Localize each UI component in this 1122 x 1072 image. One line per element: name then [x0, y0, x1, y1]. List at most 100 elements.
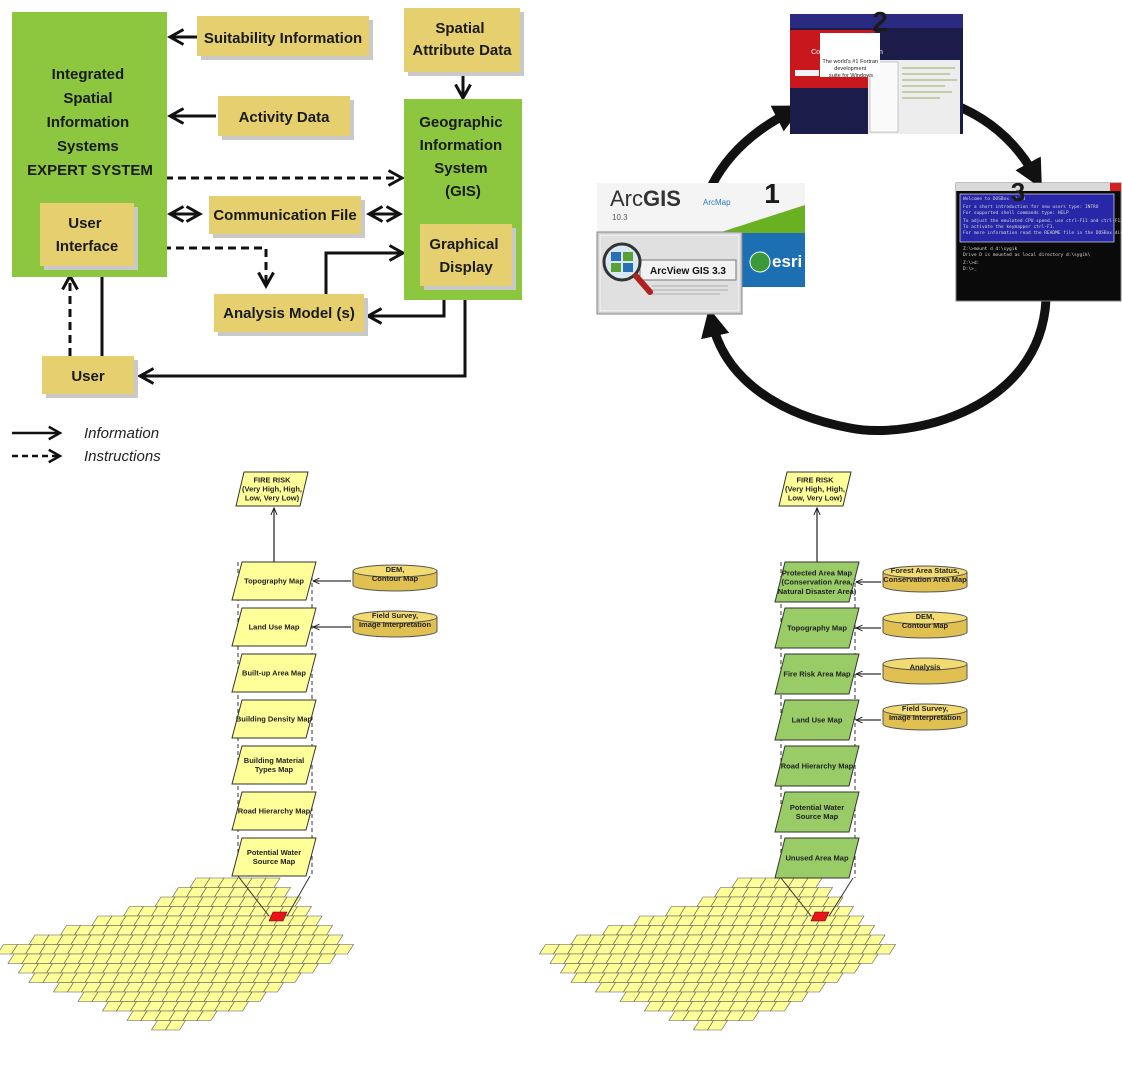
left_stack-layer	[231, 837, 317, 877]
expert-system-label: Integrated Spatial Information Systems E…	[27, 66, 153, 179]
suitability-information-box	[197, 16, 369, 56]
step-number-1: 1	[764, 178, 780, 209]
arcgis-version: 10.3	[612, 213, 628, 222]
left_stack-projection-line	[237, 875, 270, 917]
left_stack-study-area-grid	[0, 877, 355, 1031]
right_stack-layer	[774, 745, 860, 787]
activity-data-label: Activity Data	[239, 109, 331, 126]
communication-file-label: Communication File	[213, 207, 356, 224]
analysis-models-box	[214, 294, 364, 332]
left_stack-layer	[231, 699, 317, 739]
terminal-text: Welcome to DOSBox v0.74 For a short intr…	[963, 196, 1122, 272]
right_stack-fire-risk-label: FIRE RISK(Very High, High,Low, Very Low)	[785, 475, 845, 502]
fortran-welcome-text: Welcome to	[827, 38, 869, 47]
left_stack-target-cell	[268, 911, 288, 922]
right_stack-projection-line	[828, 877, 854, 917]
right_stack-layer-label: Protected Area Map(Conservation Area,Nat…	[778, 568, 857, 596]
graphical-display-label: Graphical Display	[429, 236, 502, 276]
left_stack-layer	[231, 561, 317, 601]
left_stack-layer	[231, 653, 317, 693]
right_stack-source-database-icon	[882, 703, 968, 731]
right_stack-layer-label: Topography Map	[787, 624, 847, 633]
analysis-models-label: Analysis Model (s)	[223, 305, 355, 322]
right_stack-source-database-icon	[882, 565, 968, 593]
left_stack-source-label: Field Survey,Image Interpretation	[359, 611, 432, 629]
left_stack-layer-label: Topography Map	[244, 577, 304, 586]
step-number-3: 3	[1011, 177, 1025, 207]
esri-logo-text: esri	[772, 252, 802, 271]
right-layer-stack: FIRE RISK(Very High, High,Low, Very Low)…	[538, 471, 968, 1031]
left_stack-layer	[231, 745, 317, 785]
suitability-information-label: Suitability Information	[204, 30, 362, 47]
right_stack-source-database-icon	[882, 657, 968, 685]
fortran-screenshot: Welcome to Compaq Visual Fortran The wor…	[790, 14, 963, 134]
left_stack-projection-line	[286, 875, 311, 917]
right_stack-source-label: Field Survey,Image Interpretation	[889, 704, 962, 722]
left_stack-fire-risk-label: FIRE RISK(Very High, High,Low, Very Low)	[242, 475, 302, 502]
cycle-arrow-2-to-3	[957, 103, 1042, 189]
right_stack-source-label: DEM,Contour Map	[902, 612, 949, 630]
arcgis-brand: ArcGIS	[610, 186, 681, 211]
right_stack-target-cell	[810, 911, 830, 922]
left_stack-layer-label: Road Hierarchy Map	[238, 807, 311, 816]
fortran-tagline: The world's #1 Fortran development suite…	[822, 59, 879, 79]
arcgis-splash: esri ArcGIS ArcMap 10.3 ArcView GIS 3.3	[596, 183, 805, 315]
left_stack-source-database-icon	[352, 610, 438, 638]
software-cycle: Welcome to Compaq Visual Fortran The wor…	[596, 6, 1122, 435]
activity-data-box	[218, 96, 350, 136]
left-layer-stack: FIRE RISK(Very High, High,Low, Very Low)…	[0, 471, 438, 1031]
legend-instructions-label: Instructions	[84, 448, 161, 465]
cycle-arrow-3-to-1	[701, 295, 1051, 435]
legend: Information Instructions	[12, 425, 161, 465]
left_stack-source-database-icon	[352, 564, 438, 592]
left_stack-layer-label: Land Use Map	[249, 623, 300, 632]
spatial-attribute-data-box	[404, 8, 520, 72]
step-number-2: 2	[872, 6, 888, 37]
communication-file-box	[209, 196, 361, 234]
right_stack-layer	[774, 607, 860, 649]
terminal-screenshot: Welcome to DOSBox v0.74 For a short intr…	[955, 182, 1122, 302]
right_stack-layer	[774, 561, 860, 603]
right_stack-source-label: Analysis	[910, 663, 941, 672]
left_stack-layer	[231, 791, 317, 831]
right_stack-layer-label: Unused Area Map	[785, 854, 848, 863]
magnifier-globe-icon	[602, 242, 653, 295]
expert-system-diagram: Integrated Spatial Information Systems E…	[12, 8, 524, 465]
right_stack-layer-label: Land Use Map	[792, 716, 843, 725]
left_stack-layer-label: Building Density Map	[236, 715, 313, 724]
right_stack-projection-line	[780, 877, 812, 917]
cycle-arrow-1-to-2	[707, 105, 803, 190]
dashed-interface-to-analysis	[137, 246, 266, 286]
fortran-product-text: Compaq Visual Fortran	[811, 49, 883, 56]
right_stack-layer	[774, 653, 860, 695]
user-interface-label: User Interface	[56, 215, 119, 255]
right_stack-study-area-grid	[538, 877, 897, 1031]
arcview-title: ArcView GIS 3.3	[650, 266, 726, 277]
right_stack-layer	[774, 837, 860, 879]
right_stack-layer	[774, 791, 860, 833]
arrow-analysis-to-display	[324, 253, 403, 296]
right_stack-layer-label: Fire Risk Area Map	[783, 670, 851, 679]
left_stack-layer-label: Built-up Area Map	[242, 669, 306, 678]
left_stack-source-label: DEM,Contour Map	[372, 565, 419, 583]
left_stack-layer	[231, 607, 317, 647]
right_stack-fire-risk-output	[778, 471, 852, 507]
left_stack-fire-risk-output	[235, 471, 309, 507]
arcmap-label: ArcMap	[703, 198, 731, 207]
user-interface-box	[40, 203, 134, 266]
user-label: User	[71, 368, 105, 385]
right_stack-source-database-icon	[882, 611, 968, 639]
right_stack-layer	[774, 699, 860, 741]
user-box	[42, 356, 134, 394]
spatial-attribute-data-label: Spatial Attribute Data	[412, 20, 512, 59]
legend-information-label: Information	[84, 425, 159, 442]
right_stack-source-label: Forest Area Status,Conservation Area Map	[883, 566, 967, 584]
right_stack-layer-label: Road Hierarchy Map	[781, 762, 854, 771]
arrow-display-to-user	[140, 298, 467, 376]
graphical-display-box	[420, 224, 512, 286]
gis-label: Geographic Information System (GIS)	[419, 114, 507, 200]
